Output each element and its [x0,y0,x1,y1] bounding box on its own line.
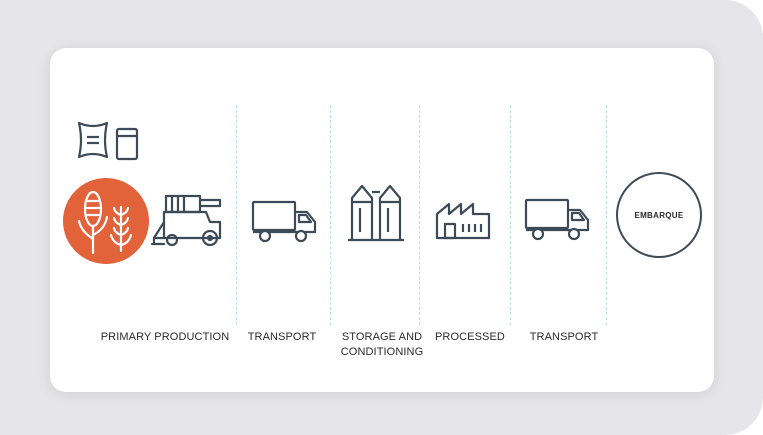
container-icon [115,127,139,161]
stage-label-storage-conditioning: STORAGE AND CONDITIONING [340,331,424,358]
truck-icon [524,198,590,241]
truck-icon [251,200,317,243]
harvester-icon [150,194,222,247]
stage-label-transport: TRANSPORT [247,331,317,343]
stage-label-primary-production: PRIMARY PRODUCTION [100,331,230,343]
stage-divider [606,105,607,325]
stage-divider [330,105,331,325]
stage-divider [419,105,420,325]
grain-bag-icon [77,121,109,159]
stage-label-transport-2: TRANSPORT [529,331,599,343]
stage-label-processed: PROCESSED [435,331,505,343]
export-badge: EMBARQUE [616,172,702,258]
factory-icon [435,202,491,240]
stage-divider [236,105,237,325]
export-badge-label: EMBARQUE [634,210,684,220]
supply-chain-card [50,48,714,392]
corn-crop-icon [63,178,149,264]
silo-icon [348,184,404,242]
stage-divider [510,105,511,325]
